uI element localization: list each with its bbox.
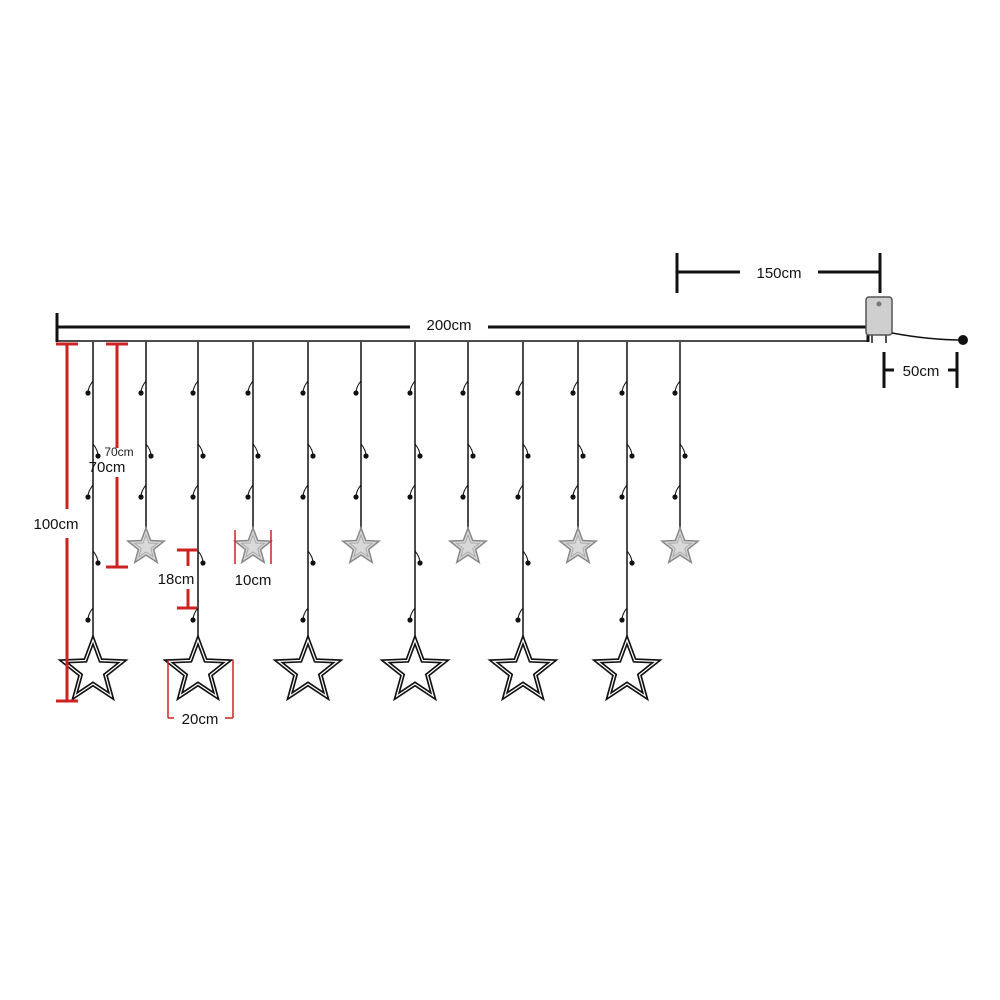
bulb (570, 390, 576, 396)
small-star-size-dimension (234, 530, 272, 564)
bulb (460, 390, 466, 396)
small-star-ornament (232, 525, 274, 565)
bulb (525, 560, 531, 566)
bulb (85, 390, 91, 396)
bulb (619, 494, 625, 500)
big-star-inner-line (491, 638, 555, 698)
small-star-inner-line (565, 533, 591, 558)
bulb (570, 494, 576, 500)
bulb (353, 494, 359, 500)
small-star-inner-line (133, 533, 159, 558)
small-star-inner-line (455, 533, 481, 558)
bulb (682, 453, 688, 459)
bulb (138, 494, 144, 500)
bulb (190, 617, 196, 623)
small-star-ornament (340, 525, 382, 565)
small-star-ornament (447, 525, 489, 565)
bulb (148, 453, 154, 459)
bulb (85, 617, 91, 623)
big-star-inner-line (276, 638, 340, 698)
bulb (525, 453, 531, 459)
big-star-inner-line (166, 638, 230, 698)
bulb (407, 617, 413, 623)
bulb (417, 560, 423, 566)
bulb (407, 390, 413, 396)
bulb (460, 494, 466, 500)
bulb (353, 390, 359, 396)
bulb (672, 494, 678, 500)
bulb (629, 560, 635, 566)
bulb (470, 453, 476, 459)
long-drop-label: 100cm (33, 516, 78, 533)
small-star-gap-label: 18cm (158, 571, 195, 588)
big-star-inner-line (61, 638, 125, 698)
big-star-inner-line (383, 638, 447, 698)
controller-box (865, 296, 968, 345)
big-star-inner-line (595, 638, 659, 698)
bulb (300, 494, 306, 500)
bulb (672, 390, 678, 396)
lead-cable-label: 150cm (756, 265, 801, 282)
total-width-label: 200cm (426, 317, 471, 334)
small-star-size-label: 10cm (235, 572, 272, 589)
bulb (255, 453, 261, 459)
bulb (95, 560, 101, 566)
bulb (300, 390, 306, 396)
bulb (619, 390, 625, 396)
small-star-inner-line (240, 533, 266, 558)
bulb (629, 453, 635, 459)
short-drop-dimension (106, 342, 128, 569)
small-star-inner-line (667, 533, 693, 558)
bulb (200, 453, 206, 459)
bulb (580, 453, 586, 459)
bulb (515, 494, 521, 500)
light-strands (57, 342, 701, 702)
lead-cable-dimension (675, 253, 882, 293)
bulb (85, 494, 91, 500)
big-star-size-label: 20cm (182, 711, 219, 728)
bulb (300, 617, 306, 623)
bulb (515, 617, 521, 623)
big-star-size-dimension (167, 660, 234, 719)
plug-cable-dimension (882, 352, 959, 388)
small-star-gap-dimension (177, 548, 197, 610)
bulb (138, 390, 144, 396)
bulb (619, 617, 625, 623)
short-drop-label-faint: 70cm (104, 445, 133, 459)
bulb (190, 390, 196, 396)
small-star-inner-line (348, 533, 374, 558)
small-star-ornament (125, 525, 167, 565)
small-star-ornament (557, 525, 599, 565)
bulb (310, 560, 316, 566)
bulb (363, 453, 369, 459)
plug-cable-label: 50cm (903, 363, 940, 380)
bulb (417, 453, 423, 459)
bulb (200, 560, 206, 566)
short-drop-label: 70cm (89, 459, 126, 476)
long-drop-dimension (56, 342, 78, 703)
bulb (407, 494, 413, 500)
bulb (190, 494, 196, 500)
small-star-ornament (659, 525, 701, 565)
bulb (245, 390, 251, 396)
bulb (515, 390, 521, 396)
bulb (310, 453, 316, 459)
bulb (245, 494, 251, 500)
bulb (95, 453, 101, 459)
